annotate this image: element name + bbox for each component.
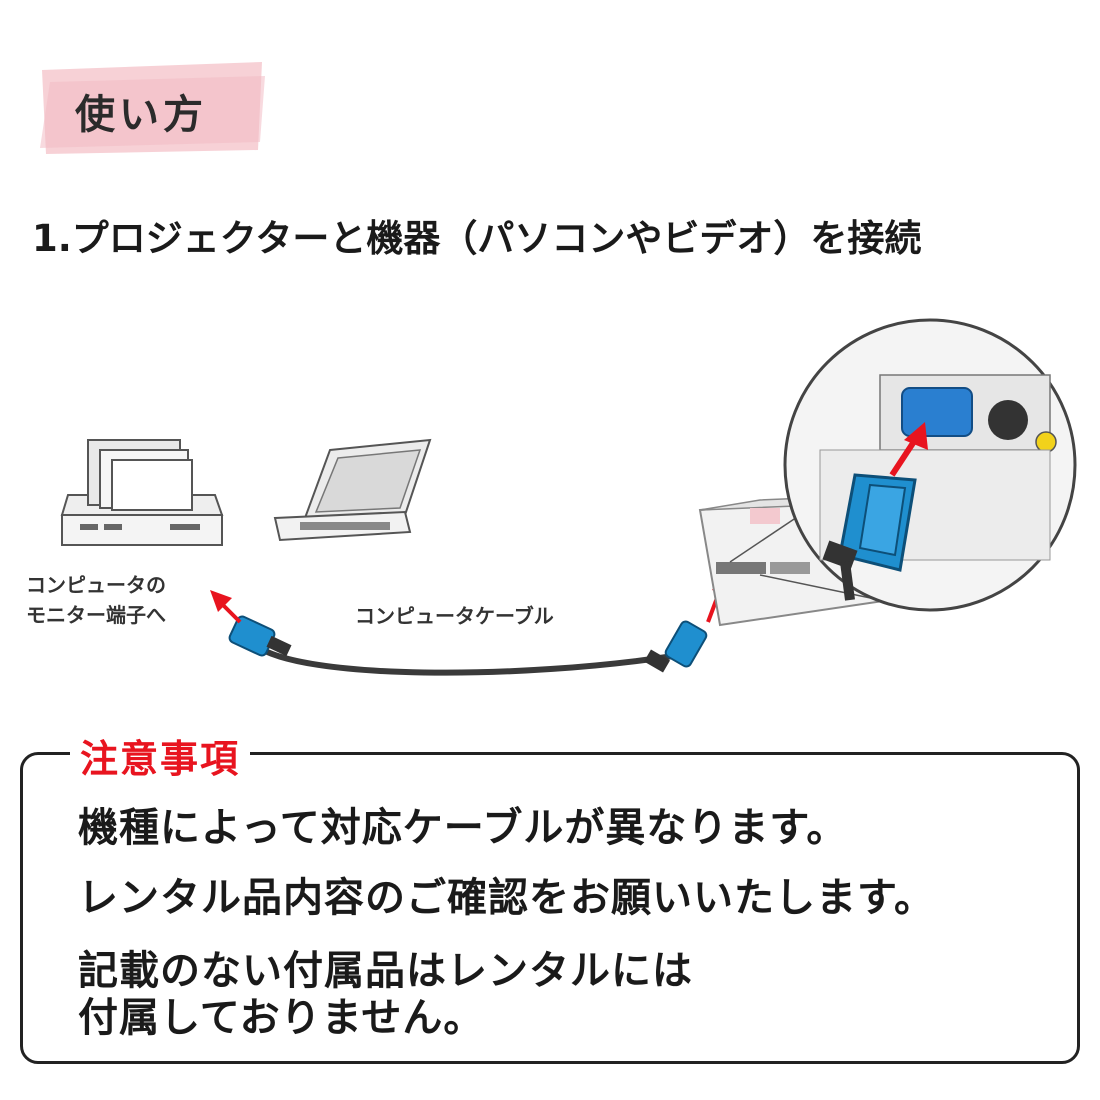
step-heading: 1.プロジェクターと機器（パソコンやビデオ）を接続 xyxy=(32,217,922,260)
masking-tape-graphic xyxy=(40,62,265,154)
arrow-to-vga-port-icon xyxy=(889,422,928,477)
desktop-computer-icon xyxy=(60,439,224,546)
section-tag xyxy=(40,62,265,154)
notice-box xyxy=(20,752,1080,1064)
notice-line-4: 付属しておりません。 xyxy=(78,995,485,1041)
monitor-port-label: コンピュータの モニター端子へ xyxy=(26,570,166,630)
vga-connector-right-icon xyxy=(643,620,708,673)
arrow-to-monitor-port-icon xyxy=(210,590,242,624)
notice-line-2: レンタル品内容のご確認をお願いいたします。 xyxy=(78,875,935,921)
cable-line xyxy=(253,642,681,676)
section-tag-label: 使い方 xyxy=(75,92,207,138)
notice-line-3: 記載のない付属品はレンタルには xyxy=(78,948,693,994)
vga-plug-zoom-icon xyxy=(822,473,917,601)
monitor-port-label-line2: モニター端子へ xyxy=(26,603,166,627)
notice-line-1: 機種によって対応ケーブルが異なります。 xyxy=(78,805,848,851)
notice-title: 注意事項 xyxy=(70,728,251,783)
connection-illustration xyxy=(0,300,1100,720)
laptop-icon xyxy=(273,438,432,542)
monitor-port-label-line1: コンピュータの xyxy=(26,573,166,597)
vga-connector-left-icon xyxy=(228,615,292,657)
cable-label: コンピュータケーブル xyxy=(355,604,554,628)
